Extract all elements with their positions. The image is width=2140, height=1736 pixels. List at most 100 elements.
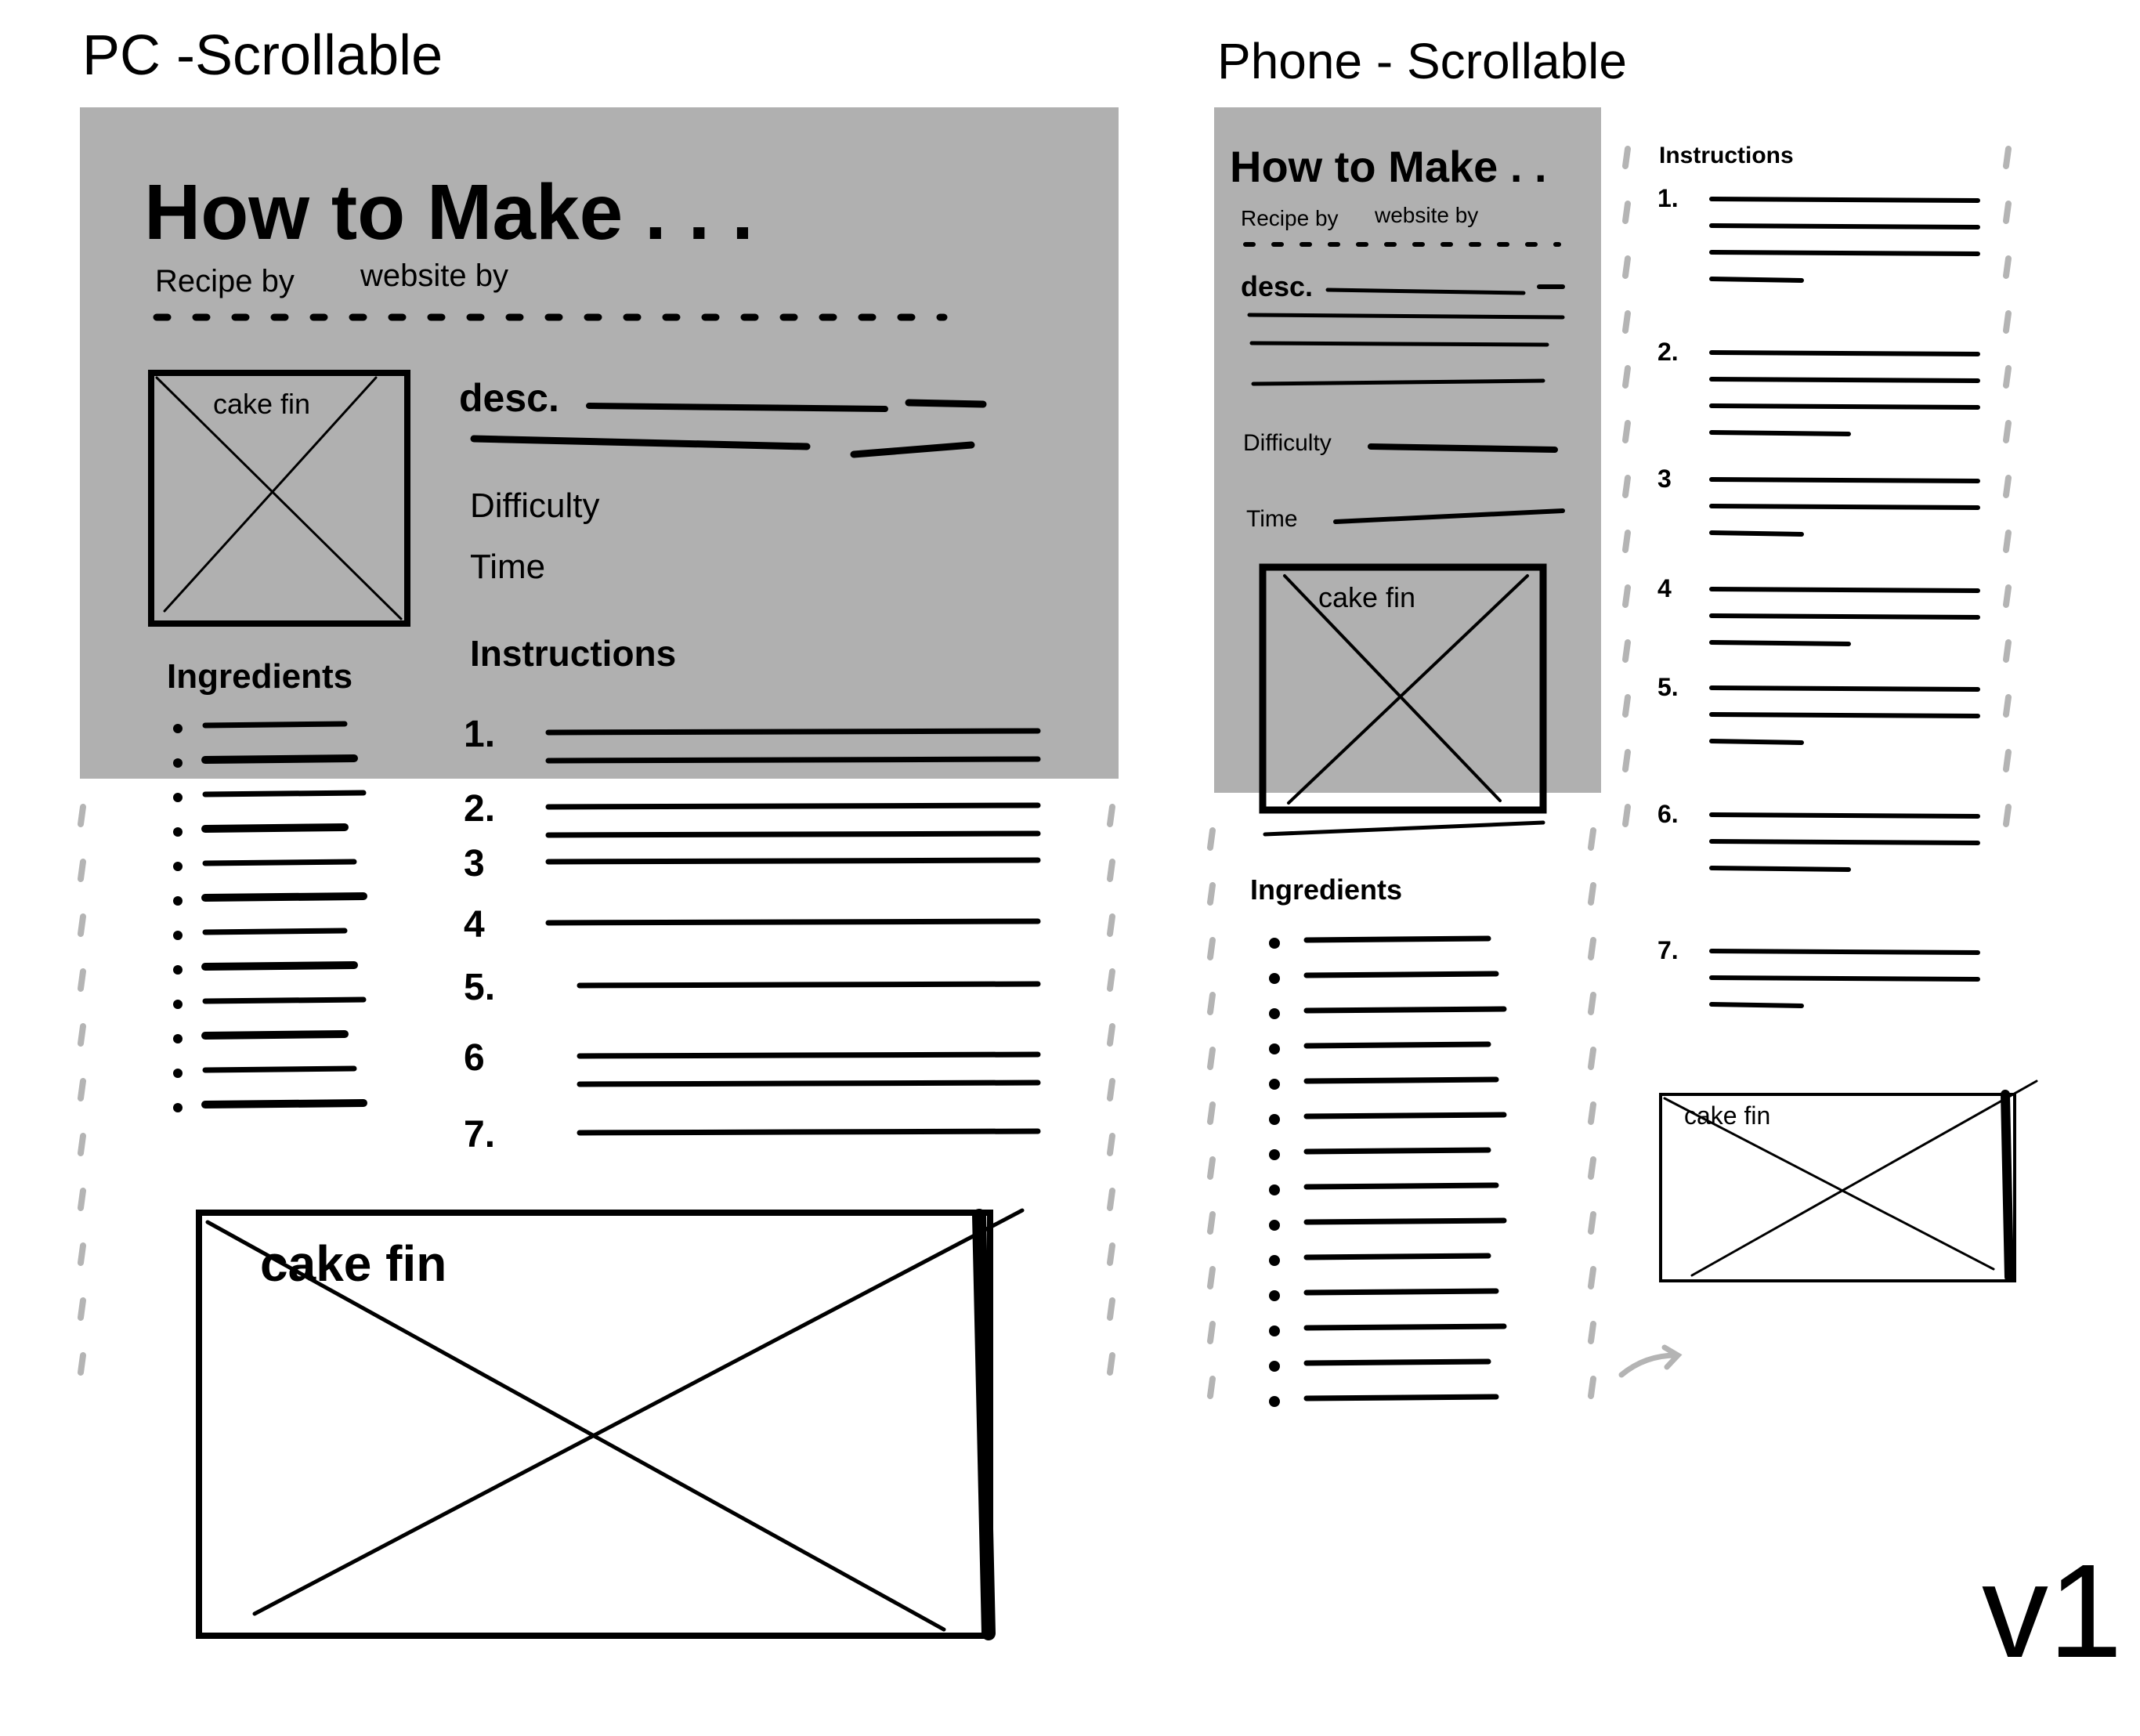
ingredient-line xyxy=(1303,1041,1491,1049)
ingredient-bullet xyxy=(1269,1396,1280,1407)
scroll-mark xyxy=(1622,255,1631,279)
step-line xyxy=(1709,712,1980,718)
pc-website-by: website by xyxy=(360,259,508,293)
phone-instructions-label: Instructions xyxy=(1659,143,1794,168)
step-line xyxy=(1709,812,1980,819)
phone-scroll-indicator[interactable] xyxy=(1207,146,2012,1399)
step-number: 5. xyxy=(1657,673,1679,701)
step-line xyxy=(1709,277,1804,283)
scroll-mark xyxy=(2003,804,2012,827)
scroll-mark xyxy=(1622,694,1631,718)
ingredient-bullet xyxy=(1269,973,1280,984)
step-line xyxy=(1709,839,1980,845)
phone-desc-line xyxy=(1249,341,1549,347)
scroll-mark xyxy=(1622,530,1631,553)
scroll-mark xyxy=(1588,882,1596,906)
ingredient-bullet xyxy=(1269,938,1280,949)
step-line xyxy=(1709,587,1980,593)
ingredient-bullet xyxy=(173,1069,183,1078)
scroll-mark xyxy=(78,1297,86,1321)
scroll-mark xyxy=(1207,937,1216,960)
ingredient-line xyxy=(201,961,358,971)
step-number: 5. xyxy=(464,967,495,1008)
scroll-mark xyxy=(1588,1376,1596,1399)
step-line xyxy=(1709,866,1851,872)
phone-difficulty-label: Difficulty xyxy=(1243,430,1332,456)
ingredient-bullet xyxy=(1269,1326,1280,1336)
phone-recipe-image: cake fin xyxy=(1259,563,1547,814)
scroll-mark xyxy=(78,1352,86,1376)
scroll-mark xyxy=(2003,310,2012,334)
step-line xyxy=(1709,477,1980,483)
scroll-mark xyxy=(1622,639,1631,663)
pc-recipe-title: How to Make . . . xyxy=(144,168,754,256)
step-number: 7. xyxy=(464,1114,495,1156)
step-line xyxy=(1709,250,1980,256)
ingredient-bullet xyxy=(173,862,183,871)
ingredient-bullet xyxy=(1269,1114,1280,1125)
scroll-mark xyxy=(2003,749,2012,772)
step-line xyxy=(577,1051,1041,1059)
ingredient-bullet xyxy=(173,1034,183,1043)
phone-desc-line xyxy=(1251,378,1545,386)
step-number: 1. xyxy=(1657,184,1679,212)
step-line xyxy=(1709,685,1980,692)
ingredient-line xyxy=(201,823,349,833)
scroll-mark xyxy=(1207,992,1216,1015)
pc-instructions-list: 1.2.345.67. xyxy=(464,714,1041,1156)
step-line xyxy=(577,1080,1041,1087)
scroll-mark xyxy=(1107,804,1115,827)
version-label: v1 xyxy=(1982,1537,2123,1686)
ingredient-line xyxy=(1303,1323,1507,1331)
ingredient-line xyxy=(1303,1394,1499,1401)
step-line xyxy=(1709,949,1980,955)
pc-desc-line xyxy=(905,399,987,408)
step-line xyxy=(1709,403,1980,410)
scroll-mark xyxy=(2003,530,2012,553)
curved-arrow-icon xyxy=(1618,1344,1683,1378)
ingredient-line xyxy=(1303,971,1499,978)
step-line xyxy=(545,802,1041,810)
step-line xyxy=(1709,430,1851,436)
ingredient-bullet xyxy=(173,793,183,802)
scroll-mark xyxy=(1107,1023,1115,1047)
scroll-mark xyxy=(1588,827,1596,851)
scroll-mark xyxy=(1207,1211,1216,1235)
step-line xyxy=(1709,1002,1804,1008)
ingredient-bullet xyxy=(173,1000,183,1009)
ingredient-bullet xyxy=(1269,1043,1280,1054)
scroll-mark xyxy=(1588,1047,1596,1070)
step-number: 4 xyxy=(464,904,485,946)
ingredient-bullet xyxy=(1269,1361,1280,1372)
scroll-mark xyxy=(1588,1266,1596,1289)
ingredient-line xyxy=(1303,1253,1491,1260)
scroll-mark xyxy=(2003,639,2012,663)
step-number: 6 xyxy=(464,1037,485,1079)
step-line xyxy=(1709,350,1980,356)
scroll-mark xyxy=(1207,1101,1216,1125)
ingredient-line xyxy=(1303,1147,1491,1155)
scroll-mark xyxy=(1207,882,1216,906)
scroll-mark xyxy=(1207,1321,1216,1344)
step-number: 2. xyxy=(1657,338,1679,366)
scroll-mark xyxy=(1207,827,1216,851)
step-line xyxy=(545,857,1041,865)
step-number: 3 xyxy=(1657,465,1672,493)
scroll-mark xyxy=(1107,859,1115,882)
ingredient-line xyxy=(201,1030,349,1040)
step-line xyxy=(1709,197,1980,203)
pc-heading: PC -Scrollable xyxy=(82,24,443,87)
ingredient-bullet xyxy=(1269,1079,1280,1090)
phone-image-label: cake fin xyxy=(1318,581,1415,613)
scroll-mark xyxy=(1588,937,1596,960)
ingredient-bullet xyxy=(173,1103,183,1112)
pc-scroll-indicator[interactable] xyxy=(78,804,1115,1376)
scroll-mark xyxy=(78,1078,86,1101)
step-line xyxy=(1709,504,1980,510)
scroll-mark xyxy=(2003,146,2012,169)
phone-instructions-list: 1.2.345.6.7. xyxy=(1657,184,1980,1008)
scroll-mark xyxy=(1588,1156,1596,1180)
scroll-mark xyxy=(1107,1133,1115,1156)
scroll-mark xyxy=(1107,1188,1115,1211)
